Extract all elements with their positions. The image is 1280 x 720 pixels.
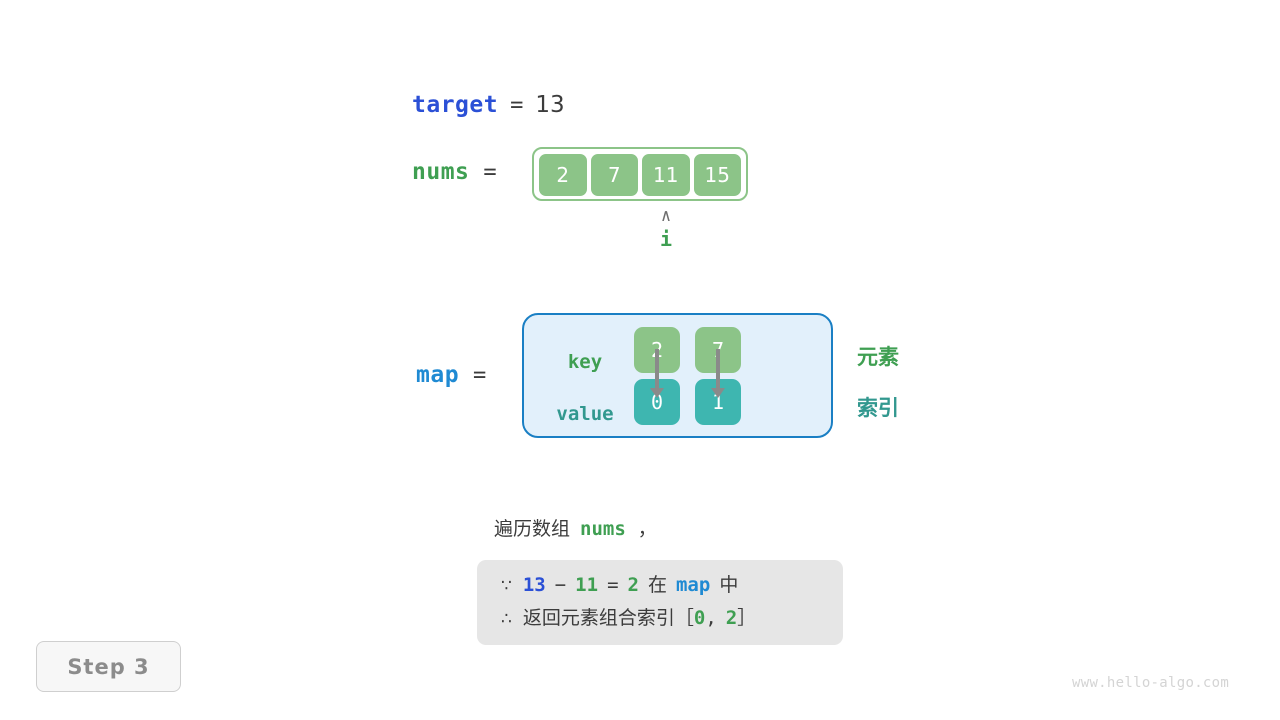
therefore-symbol: ∴ bbox=[501, 609, 512, 629]
formula-result-index-0: 0 bbox=[693, 607, 706, 629]
formula-complement-value: 2 bbox=[627, 574, 639, 596]
formula-open-bracket: ［ bbox=[674, 607, 694, 629]
nums-equals-sign: = bbox=[483, 160, 497, 185]
map-value-row-label: value bbox=[556, 403, 614, 425]
formula-target-value: 13 bbox=[522, 574, 546, 596]
array-cell: 7 bbox=[588, 152, 640, 198]
description-line: 遍历数组 nums ， bbox=[494, 514, 657, 541]
description-suffix: ， bbox=[637, 518, 657, 540]
formula-in-text: 在 bbox=[647, 574, 667, 596]
map-equals-sign: = bbox=[473, 363, 487, 388]
nums-variable-name: nums bbox=[412, 159, 470, 185]
formula-line-1: ∵ 13 − 11 = 2 在 map 中 bbox=[501, 570, 819, 603]
formula-result-index-1: 2 bbox=[725, 607, 738, 629]
key-to-value-arrow-icon bbox=[711, 349, 725, 398]
description-prefix: 遍历数组 bbox=[494, 518, 571, 540]
map-row-labels: key value bbox=[545, 313, 625, 438]
index-pointer-label: i bbox=[659, 227, 673, 251]
caret-up-icon: ∧ bbox=[660, 206, 672, 226]
formula-close-bracket: ］ bbox=[737, 607, 757, 629]
key-to-value-arrow-icon bbox=[650, 349, 664, 398]
target-equals-sign: = bbox=[510, 93, 524, 118]
description-code-nums: nums bbox=[580, 518, 626, 540]
map-entry-column: 7 1 bbox=[695, 327, 741, 425]
target-declaration: target = 13 bbox=[412, 92, 565, 126]
legend-element: 元素 bbox=[857, 345, 899, 369]
target-variable-name: target bbox=[412, 92, 499, 118]
formula-box: ∵ 13 − 11 = 2 在 map 中 ∴ 返回元素组合索引 ［ 0 , 2… bbox=[477, 560, 843, 645]
formula-current-element: 11 bbox=[575, 574, 599, 596]
map-key-row-label: key bbox=[567, 351, 603, 373]
formula-map-name: map bbox=[675, 574, 711, 596]
formula-minus-operator: − bbox=[554, 574, 567, 596]
formula-tail-text: 中 bbox=[719, 574, 739, 596]
array-cell: 11 bbox=[640, 152, 692, 198]
step-badge-label: Step 3 bbox=[67, 654, 150, 679]
array-cell: 15 bbox=[691, 152, 743, 198]
target-value: 13 bbox=[535, 92, 565, 118]
map-declaration: map = bbox=[416, 362, 486, 388]
formula-line-2: ∴ 返回元素组合索引 ［ 0 , 2 ］ bbox=[501, 603, 819, 636]
array-cell: 2 bbox=[537, 152, 589, 198]
formula-result-comma: , bbox=[705, 607, 717, 629]
watermark: www.hello-algo.com bbox=[1072, 675, 1230, 691]
because-symbol: ∵ bbox=[501, 576, 512, 596]
formula-result-text: 返回元素组合索引 bbox=[522, 607, 675, 629]
nums-declaration: nums = bbox=[412, 159, 497, 191]
nums-array-container: 2 7 11 15 bbox=[532, 147, 748, 201]
legend-index: 索引 bbox=[857, 396, 899, 420]
map-entry-column: 2 0 bbox=[634, 327, 680, 425]
index-pointer: ∧ i bbox=[650, 208, 682, 254]
step-badge: Step 3 bbox=[36, 641, 181, 692]
formula-equals-operator: = bbox=[607, 574, 619, 596]
map-variable-name: map bbox=[416, 362, 460, 388]
